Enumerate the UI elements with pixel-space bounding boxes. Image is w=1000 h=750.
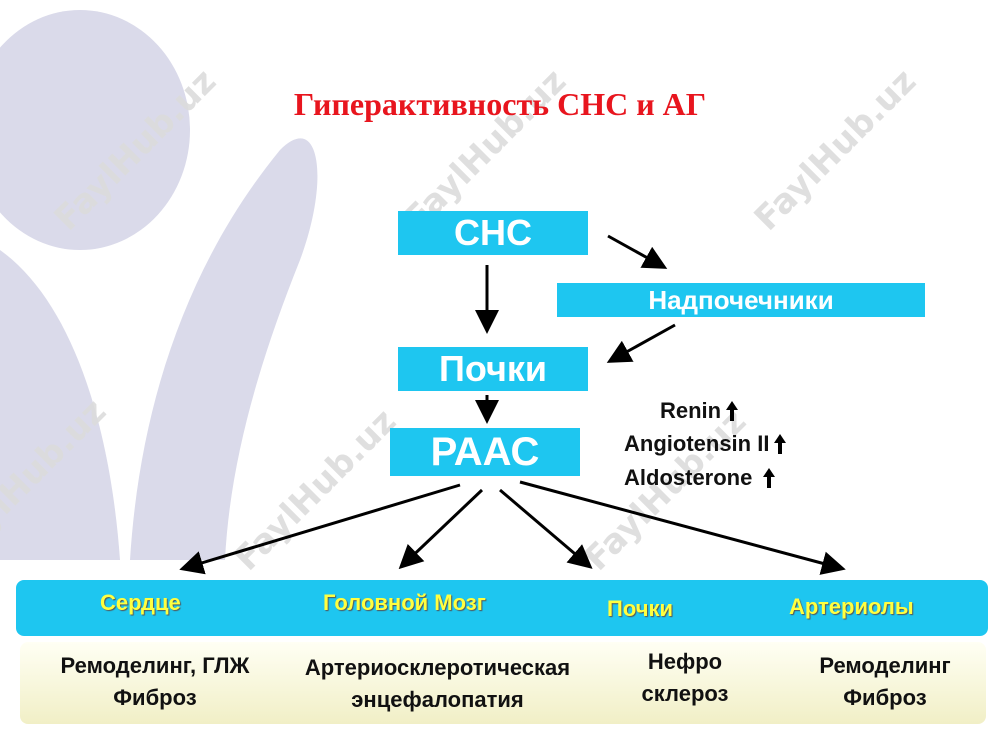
diagram-title: Гиперактивность СНС и АГ	[293, 86, 707, 122]
hormone-item: Angiotensin II	[624, 431, 787, 457]
effect-line: Фиброз	[113, 685, 197, 710]
node-raas: РААС	[390, 428, 580, 476]
arrow-raas-to-heart	[179, 483, 461, 575]
node-kidneys-label: Почки	[438, 348, 548, 389]
hormone-label: Renin	[660, 398, 722, 423]
effect-line: Нефро	[647, 649, 723, 674]
effect-line: энцефалопатия	[351, 687, 524, 712]
arrow-adrenal-to-kidneys	[606, 323, 676, 363]
decor-right-leaf	[130, 138, 318, 560]
hormone-label: Angiotensin II	[624, 431, 770, 456]
effect-brain: Артериосклеротическая энцефалопатия	[285, 652, 590, 716]
effect-line: Ремоделинг, ГЛЖ	[60, 653, 250, 678]
effect-arterioles: Ремоделинг Фиброз	[785, 650, 985, 714]
node-kidneys: Почки	[398, 347, 588, 391]
effect-line: Ремоделинг	[819, 653, 951, 678]
effect-line: склероз	[641, 681, 729, 706]
node-cns: СНС	[398, 211, 588, 255]
up-arrow-icon	[774, 434, 787, 454]
effect-line: Артериосклеротическая	[304, 655, 571, 680]
decor-circle	[0, 10, 190, 250]
target-organs-band	[16, 580, 988, 636]
decor-left-leaf	[0, 250, 120, 560]
effect-kidneys: Нефро склероз	[610, 646, 760, 710]
target-brain: Головной Мозг	[323, 590, 486, 615]
arrow-raas-to-brain	[398, 488, 484, 570]
arrow-raas-to-arterioles	[519, 480, 846, 575]
effect-heart: Ремоделинг, ГЛЖ Фиброз	[30, 650, 280, 714]
node-adrenal-label: Надпочечники	[648, 284, 834, 315]
hormone-item: Aldosterone	[624, 465, 776, 491]
effect-line: Фиброз	[843, 685, 927, 710]
up-arrow-icon	[763, 468, 776, 488]
target-arterioles: Артериолы	[789, 594, 914, 619]
node-cns-label: СНС	[454, 212, 532, 253]
up-arrow-icon	[726, 401, 739, 421]
arrow-cns-to-adrenal	[607, 234, 668, 269]
arrow-raas-to-kidneys	[499, 488, 593, 569]
node-raas-label: РААС	[430, 429, 540, 474]
node-adrenal: Надпочечники	[557, 283, 925, 317]
hormone-item: Renin	[660, 398, 739, 424]
target-heart: Сердце	[100, 590, 181, 615]
hormone-label: Aldosterone	[624, 465, 753, 490]
effects-band	[20, 642, 986, 724]
target-kidneys: Почки	[607, 596, 674, 621]
